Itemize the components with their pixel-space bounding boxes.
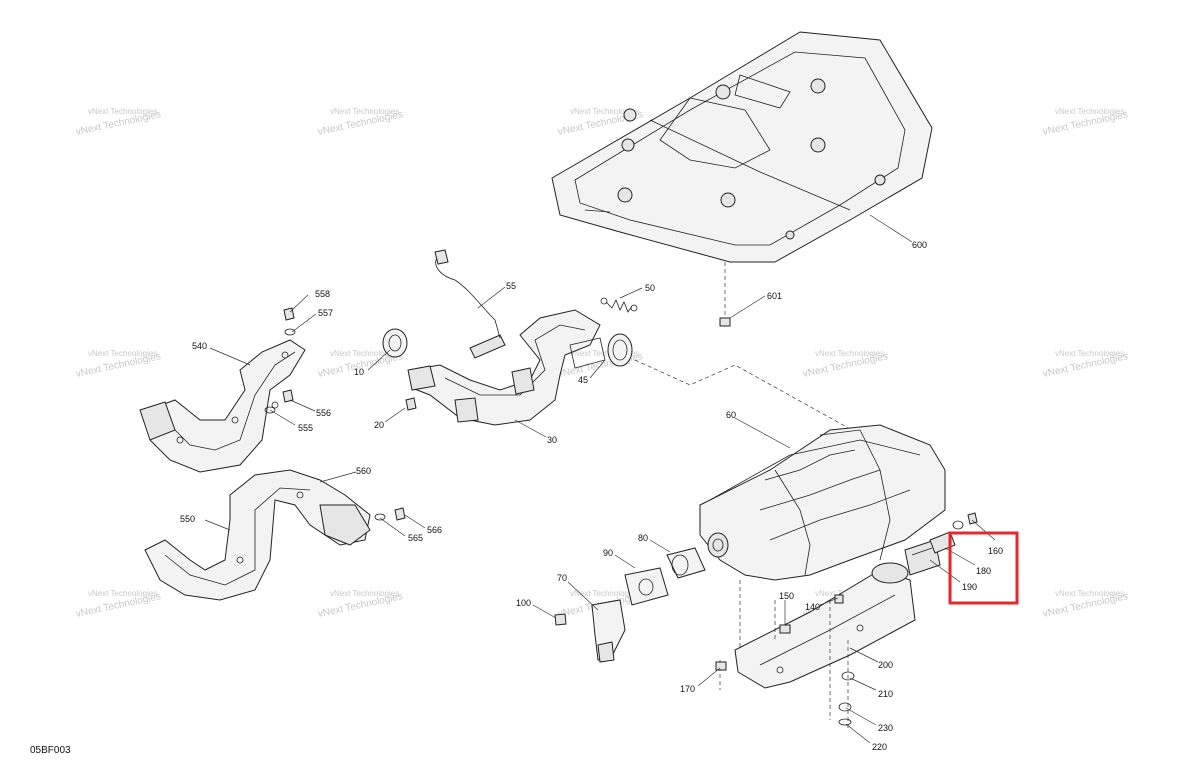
callout-50: 50 <box>645 283 655 293</box>
diagram-code: 05BF003 <box>30 745 71 756</box>
callout-566: 566 <box>427 525 442 535</box>
callout-60: 60 <box>726 410 736 420</box>
callout-600: 600 <box>912 240 927 250</box>
watermark: vNext Technologies vNext Technologies <box>802 349 889 380</box>
heat-shield-540 <box>139 339 306 473</box>
clamp-10 <box>382 328 408 358</box>
callout-190: 190 <box>962 582 977 592</box>
callout-80: 80 <box>638 533 648 543</box>
callout-30: 30 <box>547 435 557 445</box>
callout-160: 160 <box>988 546 1003 556</box>
bolt-601 <box>719 317 731 327</box>
header-pipe-30 <box>407 309 601 426</box>
svg-text:vNext Technologies: vNext Technologies <box>1055 589 1124 598</box>
watermark: vNext Technologies vNext Technologies <box>75 589 162 620</box>
bolts-left <box>264 307 406 521</box>
callout-100: 100 <box>516 598 531 608</box>
watermark: vNext Technologies vNext Technologies <box>1042 589 1129 620</box>
highlight-box <box>948 531 1019 605</box>
callout-601: 601 <box>767 291 782 301</box>
callout-200: 200 <box>878 660 893 670</box>
callout-labels: 600 601 50 55 10 45 20 30 558 557 540 55… <box>180 240 1003 752</box>
callout-20: 20 <box>374 420 384 430</box>
callout-150: 150 <box>779 591 794 601</box>
svg-text:vNext Technologies: vNext Technologies <box>88 349 157 358</box>
svg-text:vNext Technologies: vNext Technologies <box>88 589 157 598</box>
svg-text:vNext Technologies: vNext Technologies <box>330 589 399 598</box>
callout-557: 557 <box>318 308 333 318</box>
callout-555: 555 <box>298 423 313 433</box>
svg-text:vNext Technologies: vNext Technologies <box>570 107 639 116</box>
spring-50 <box>600 297 638 313</box>
svg-text:vNext Technologies: vNext Technologies <box>88 107 157 116</box>
svg-text:vNext Technologies: vNext Technologies <box>1055 349 1124 358</box>
svg-text:vNext Technologies: vNext Technologies <box>330 349 399 358</box>
callout-230: 230 <box>878 723 893 733</box>
watermark: vNext Technologies vNext Technologies <box>75 107 162 138</box>
callout-55: 55 <box>506 281 516 291</box>
callout-180: 180 <box>976 566 991 576</box>
callout-540: 540 <box>192 341 207 351</box>
callout-170: 170 <box>680 684 695 694</box>
watermark: vNext Technologies vNext Technologies <box>1042 107 1129 138</box>
watermark: vNext Technologies vNext Technologies <box>75 349 162 380</box>
muffler-60 <box>699 424 946 581</box>
svg-text:vNext Technologies: vNext Technologies <box>570 589 639 598</box>
watermark: vNext Technologies vNext Technologies <box>317 589 404 620</box>
callout-140: 140 <box>805 602 820 612</box>
svg-text:vNext Technologies: vNext Technologies <box>570 349 639 358</box>
callout-10: 10 <box>354 367 364 377</box>
bracket-200 <box>734 562 916 689</box>
bolts-right <box>715 580 855 730</box>
callout-556: 556 <box>316 408 331 418</box>
svg-text:vNext Technologies: vNext Technologies <box>1055 107 1124 116</box>
outlet-parts <box>554 547 706 663</box>
callout-565: 565 <box>408 533 423 543</box>
svg-text:vNext Technologies: vNext Technologies <box>330 107 399 116</box>
callout-558: 558 <box>315 289 330 299</box>
callout-220: 220 <box>872 742 887 752</box>
o2-sensor <box>434 249 506 359</box>
heat-shield-plate <box>551 31 933 263</box>
callout-550: 550 <box>180 514 195 524</box>
nut-20 <box>405 397 417 411</box>
callout-560: 560 <box>356 466 371 476</box>
watermark: vNext Technologies vNext Technologies <box>317 107 404 138</box>
callout-210: 210 <box>878 689 893 699</box>
callout-45: 45 <box>578 375 588 385</box>
heat-shield-560 <box>144 469 371 601</box>
callout-90: 90 <box>603 548 613 558</box>
svg-text:vNext Technologies: vNext Technologies <box>815 349 884 358</box>
callout-70: 70 <box>557 573 567 583</box>
watermark: vNext Technologies vNext Technologies <box>1042 349 1129 380</box>
